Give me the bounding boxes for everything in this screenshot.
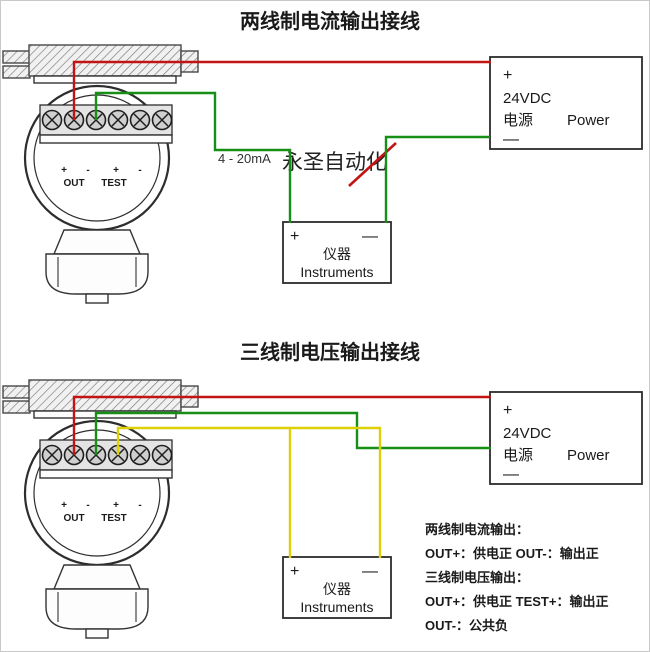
terminal-label-plus: + <box>113 500 119 511</box>
power-en-label: Power <box>567 112 610 129</box>
conduit-bolt-icon <box>2 50 31 64</box>
note-line-3: 三线制电压输出： <box>425 570 529 585</box>
conduit-bolt-icon <box>2 65 31 79</box>
note-line-1: 两线制电流输出： <box>425 522 529 537</box>
housing-cap-lip <box>33 410 177 419</box>
three-wire-title: 三线制电压输出接线 <box>240 340 420 364</box>
terminal-label-test: TEST <box>101 513 127 524</box>
terminal-label-minus: - <box>86 165 89 176</box>
note-line-2: OUT+：供电正 OUT-：输出正 <box>425 546 599 561</box>
power-minus-label: — <box>503 131 519 148</box>
terminal-label-minus: - <box>86 500 89 511</box>
instrument-en-label: Instruments <box>300 264 373 280</box>
terminal-label-plus: + <box>113 165 119 176</box>
wire-red-supply-positive <box>72 395 491 455</box>
instrument-box-outline <box>282 221 392 284</box>
instrument-cn-label: 仪器 <box>323 246 351 262</box>
conduit-bolt-icon <box>2 385 31 399</box>
wire-green-output-to-instrument <box>94 91 292 223</box>
process-connector <box>45 588 149 630</box>
power-cn-label: 电源 <box>503 112 533 129</box>
transmitter-drawing-bottom: + - + - OUT TEST <box>2 379 199 639</box>
instrument-minus-label: — <box>362 563 378 580</box>
conduit-bolt-icon <box>2 400 31 414</box>
power-supply-box-top: + 24VDC 电源 Power — <box>489 56 643 150</box>
transmitter-neck <box>52 564 142 590</box>
wires-three-wire <box>72 395 491 558</box>
current-range-label: 4 - 20mA <box>218 151 271 166</box>
instrument-cn-label: 仪器 <box>323 581 351 597</box>
wire-green-common-negative <box>94 411 491 455</box>
wire-green-power-negative <box>384 135 490 223</box>
process-stub <box>85 628 109 639</box>
power-cn-label: 电源 <box>503 447 533 464</box>
power-plus-label: + <box>503 402 512 419</box>
wire-red-supply-positive <box>72 60 491 120</box>
instrument-box-top: + — 仪器 Instruments <box>282 221 392 284</box>
instrument-plus-label: + <box>290 228 299 245</box>
power-plus-label: + <box>503 67 512 84</box>
terminal-strip-base <box>39 469 173 479</box>
terminal-label-minus: - <box>138 500 141 511</box>
note-line-5: OUT-：公共负 <box>425 618 508 633</box>
diagram-three-wire-voltage: 三线制电压输出接线 + - + - OUT <box>2 340 643 639</box>
housing-cap <box>28 44 182 77</box>
process-stub <box>85 293 109 304</box>
watermark-slash <box>348 142 397 187</box>
instrument-plus-label: + <box>290 563 299 580</box>
terminal-label-minus: - <box>138 165 141 176</box>
terminal-strip-base <box>39 134 173 144</box>
wiring-notes: 两线制电流输出： OUT+：供电正 OUT-：输出正 三线制电压输出： OUT+… <box>425 522 608 633</box>
watermark-text: 永圣自动化 <box>282 151 387 174</box>
transmitter-drawing-top: + - + - OUT TEST <box>2 44 199 304</box>
process-connector <box>45 253 149 295</box>
power-minus-label: — <box>503 466 519 483</box>
note-line-4: OUT+：供电正 TEST+：输出正 <box>425 594 608 609</box>
terminal-label-plus: + <box>61 500 67 511</box>
wire-yellow-signal <box>116 426 382 558</box>
terminal-label-out: OUT <box>63 178 84 189</box>
power-voltage-label: 24VDC <box>503 425 552 442</box>
transmitter-neck <box>52 229 142 255</box>
power-en-label: Power <box>567 447 610 464</box>
instrument-box-bottom: + — 仪器 Instruments <box>282 556 392 619</box>
power-box-outline <box>489 391 643 485</box>
terminal-label-out: OUT <box>63 513 84 524</box>
power-supply-box-bottom: + 24VDC 电源 Power — <box>489 391 643 485</box>
terminal-label-plus: + <box>61 165 67 176</box>
instrument-en-label: Instruments <box>300 599 373 615</box>
power-box-outline <box>489 56 643 150</box>
housing-cap <box>28 379 182 412</box>
housing-cap-lip <box>33 75 177 84</box>
terminal-label-test: TEST <box>101 178 127 189</box>
instrument-minus-label: — <box>362 228 378 245</box>
diagram-two-wire-current: 两线制电流输出接线 + - + - OUT <box>2 9 643 304</box>
power-voltage-label: 24VDC <box>503 90 552 107</box>
instrument-box-outline <box>282 556 392 619</box>
wires-two-wire <box>72 60 491 223</box>
two-wire-title: 两线制电流输出接线 <box>240 9 420 33</box>
